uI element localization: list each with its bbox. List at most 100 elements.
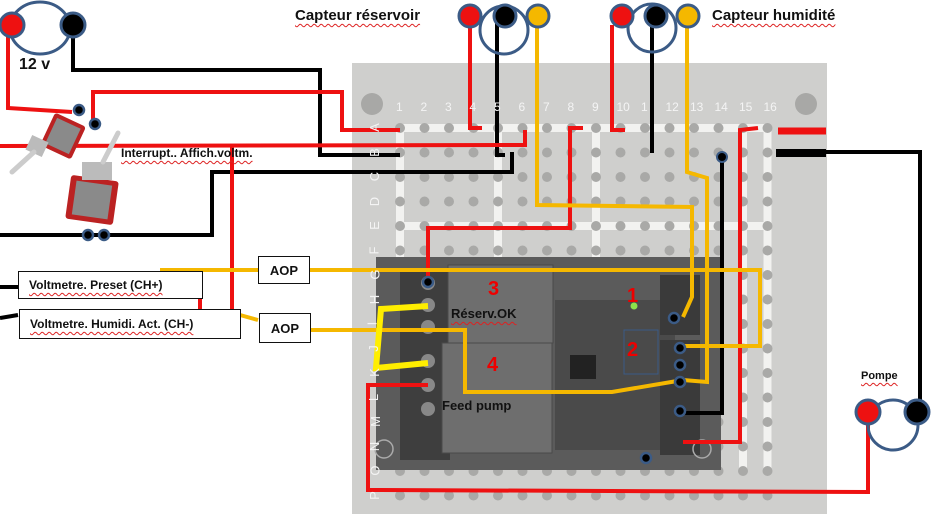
switch-label: Interrupt.. Affich.voltm. (121, 146, 253, 160)
board-column-number: 4 (469, 100, 477, 114)
wire-pump-positive (366, 383, 870, 495)
board-hole (664, 172, 675, 182)
board-hole (713, 123, 724, 133)
board-row-letter: L (366, 393, 382, 401)
voltmeter-humidity-box: Voltmetre. Humidi. Act. (CH-) (19, 309, 241, 339)
board-hole (591, 147, 601, 158)
board-hole (468, 172, 479, 182)
board-hole (591, 123, 601, 133)
board-hole (762, 392, 773, 403)
board-hole (542, 245, 552, 256)
voltmeter-preset-label: Voltmetre. Preset (CH+) (29, 278, 163, 292)
board-hole (444, 147, 454, 158)
board-column-number: 1 (396, 100, 403, 114)
board-row-letter: B (366, 147, 382, 157)
board-hole (395, 196, 405, 207)
wire-voltm-hum-neg (0, 313, 19, 320)
marker-1: 1 (627, 285, 639, 307)
marker-3: 3 (488, 278, 500, 300)
wire-humidity-signal (682, 25, 709, 385)
board-row-letter: O (367, 465, 383, 476)
wire-12v-negative (71, 25, 400, 157)
board-hole (542, 490, 552, 501)
board-column-number: 8 (567, 100, 575, 114)
board-hole (468, 245, 479, 256)
board-hole (468, 490, 479, 501)
board-hole (640, 172, 650, 182)
board-hole (762, 147, 773, 158)
wire-module-vcc (683, 126, 759, 444)
board-hole (419, 490, 430, 501)
board-hole (444, 196, 454, 207)
board-column-number: 15 (739, 100, 753, 114)
board-hole (395, 490, 405, 501)
board-hole (444, 123, 454, 133)
board-column-number: 12 (665, 100, 679, 114)
board-row-letter: J (365, 344, 381, 352)
toggle-switch-power[interactable] (9, 103, 102, 175)
board-column-number: 5 (494, 100, 501, 114)
wire-reservoir-vcc (468, 25, 482, 130)
board-row-letter: M (367, 416, 383, 427)
board-hole (517, 147, 528, 158)
board-column-number: 13 (690, 100, 704, 114)
terminal-positive (0, 11, 26, 39)
board-hole (615, 147, 626, 158)
board-row-letter: K (366, 368, 382, 377)
board-hole (615, 172, 626, 182)
board-hole (640, 245, 650, 256)
mount-hole (361, 93, 383, 115)
board-hole (762, 417, 773, 427)
board-hole (591, 221, 601, 231)
wire-aop-bottom (308, 328, 684, 394)
board-hole (664, 123, 675, 133)
board-column-number: 6 (518, 100, 526, 114)
board-hole (493, 245, 503, 256)
relay-reserv-ok-label: Réserv.OK (451, 306, 517, 321)
wire-aop-top (160, 268, 762, 348)
wire-humidity-vcc (610, 25, 625, 132)
board-hole (762, 123, 773, 133)
board-column-number: 14 (714, 100, 728, 114)
toggle-switch-voltmeter[interactable] (65, 130, 121, 242)
board-hole (444, 172, 454, 182)
board-hole (542, 147, 552, 158)
board-hole (640, 221, 650, 231)
board-hole (566, 490, 577, 501)
board-hole (493, 172, 503, 182)
board-row-letter: P (366, 490, 382, 500)
board-hole (762, 196, 773, 207)
board-hole (640, 123, 650, 133)
wire-col8-relay (426, 126, 583, 282)
board-row-letter: A (366, 123, 382, 132)
board-row-letter: E (366, 221, 382, 230)
board-hole (419, 123, 430, 133)
board-hole (762, 466, 773, 476)
board-row-letter: N (367, 441, 383, 451)
wire-relay-bridge (372, 303, 429, 372)
board-hole (664, 196, 675, 207)
pump-label: Pompe (861, 370, 898, 382)
board-hole (664, 245, 675, 256)
board-hole (738, 466, 748, 476)
board-hole (542, 123, 552, 133)
board-hole (542, 172, 552, 182)
voltmeter-humidity-label: Voltmetre. Humidi. Act. (CH-) (30, 317, 194, 331)
board-hole (640, 147, 650, 158)
marker-4: 4 (487, 354, 499, 376)
connector-sensor-humidity (609, 2, 728, 163)
board-hole (493, 490, 503, 501)
board-row-letter: C (367, 171, 383, 182)
board-hole (468, 196, 479, 207)
wire-switch-to-6 (0, 130, 527, 148)
board-hole (517, 196, 528, 207)
board-hole (468, 147, 479, 158)
board-column-number: 9 (592, 100, 599, 114)
board-column-number: 10 (616, 100, 630, 114)
board-hole (762, 319, 773, 329)
board-hole (419, 196, 430, 207)
connector-12v (0, 0, 87, 56)
board-hole (762, 245, 773, 256)
